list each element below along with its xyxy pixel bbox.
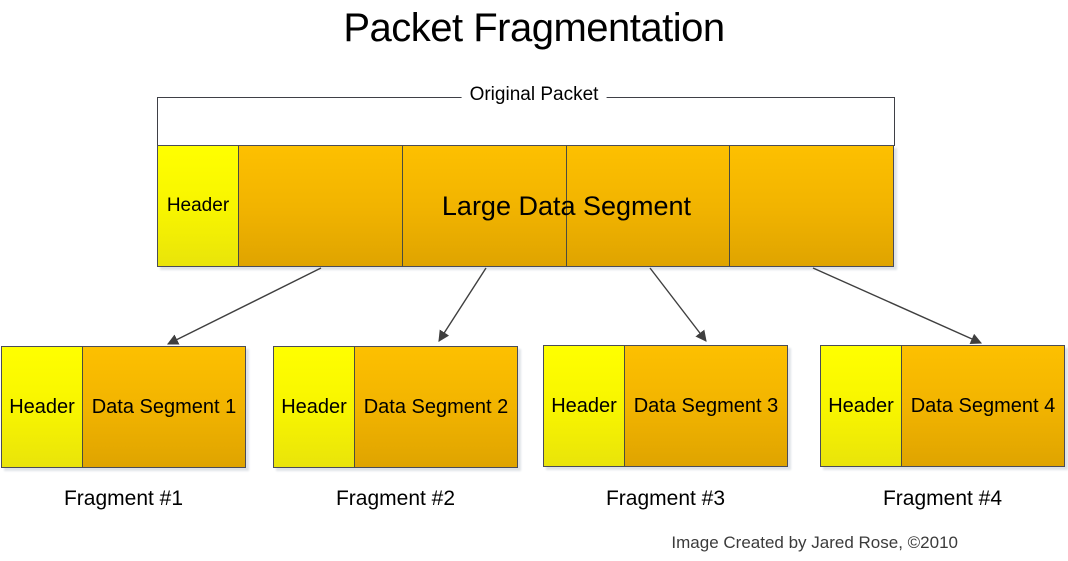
arrow-to-fragment-1 bbox=[166, 267, 322, 345]
fragment-3-data-label: Data Segment 3 bbox=[633, 394, 779, 417]
original-packet-header-label: Header bbox=[166, 195, 230, 216]
fragment-1-data-cell: Data Segment 1 bbox=[82, 347, 245, 467]
fragment-2-caption: Fragment #2 bbox=[335, 487, 456, 510]
original-packet-segment-2 bbox=[401, 146, 566, 266]
fragment-4-header-label: Header bbox=[828, 394, 894, 417]
fragment-4-data-cell: Data Segment 4 bbox=[901, 346, 1064, 466]
fragment-3-header-cell: Header bbox=[544, 346, 624, 466]
fragment-4-data-label: Data Segment 4 bbox=[910, 394, 1056, 417]
image-credit: Image Created by Jared Rose, ©2010 bbox=[671, 533, 958, 552]
original-packet-segment-3 bbox=[565, 146, 730, 266]
arrow-to-fragment-2 bbox=[438, 267, 487, 342]
fragment-3-box: Header Data Segment 3 bbox=[543, 345, 788, 467]
fragment-3-header-label: Header bbox=[551, 394, 617, 417]
original-packet-segment-4 bbox=[729, 146, 893, 266]
fragment-1-header-cell: Header bbox=[2, 347, 82, 467]
arrow-to-fragment-4 bbox=[812, 267, 983, 345]
fragment-1-caption: Fragment #1 bbox=[63, 487, 184, 510]
fragment-2-data-label: Data Segment 2 bbox=[363, 395, 509, 418]
original-packet-bar: Header Large Data Segment bbox=[157, 145, 894, 267]
fragment-4-caption: Fragment #4 bbox=[882, 487, 1003, 510]
fragment-2-header-cell: Header bbox=[274, 347, 354, 467]
original-packet-label: Original Packet bbox=[461, 84, 607, 106]
fragment-1-box: Header Data Segment 1 bbox=[1, 346, 246, 468]
original-packet-header-cell: Header bbox=[158, 146, 238, 266]
fragment-2-box: Header Data Segment 2 bbox=[273, 346, 518, 468]
fragment-4-box: Header Data Segment 4 bbox=[820, 345, 1065, 467]
fragment-2-header-label: Header bbox=[281, 395, 347, 418]
fragment-1-data-label: Data Segment 1 bbox=[91, 395, 237, 418]
fragment-2-data-cell: Data Segment 2 bbox=[354, 347, 517, 467]
original-packet-segment-1 bbox=[238, 146, 402, 266]
fragment-3-data-cell: Data Segment 3 bbox=[624, 346, 787, 466]
fragment-3-caption: Fragment #3 bbox=[605, 487, 726, 510]
fragment-4-header-cell: Header bbox=[821, 346, 901, 466]
fragment-1-header-label: Header bbox=[9, 395, 75, 418]
arrow-to-fragment-3 bbox=[649, 267, 707, 342]
page-title: Packet Fragmentation bbox=[343, 6, 725, 50]
